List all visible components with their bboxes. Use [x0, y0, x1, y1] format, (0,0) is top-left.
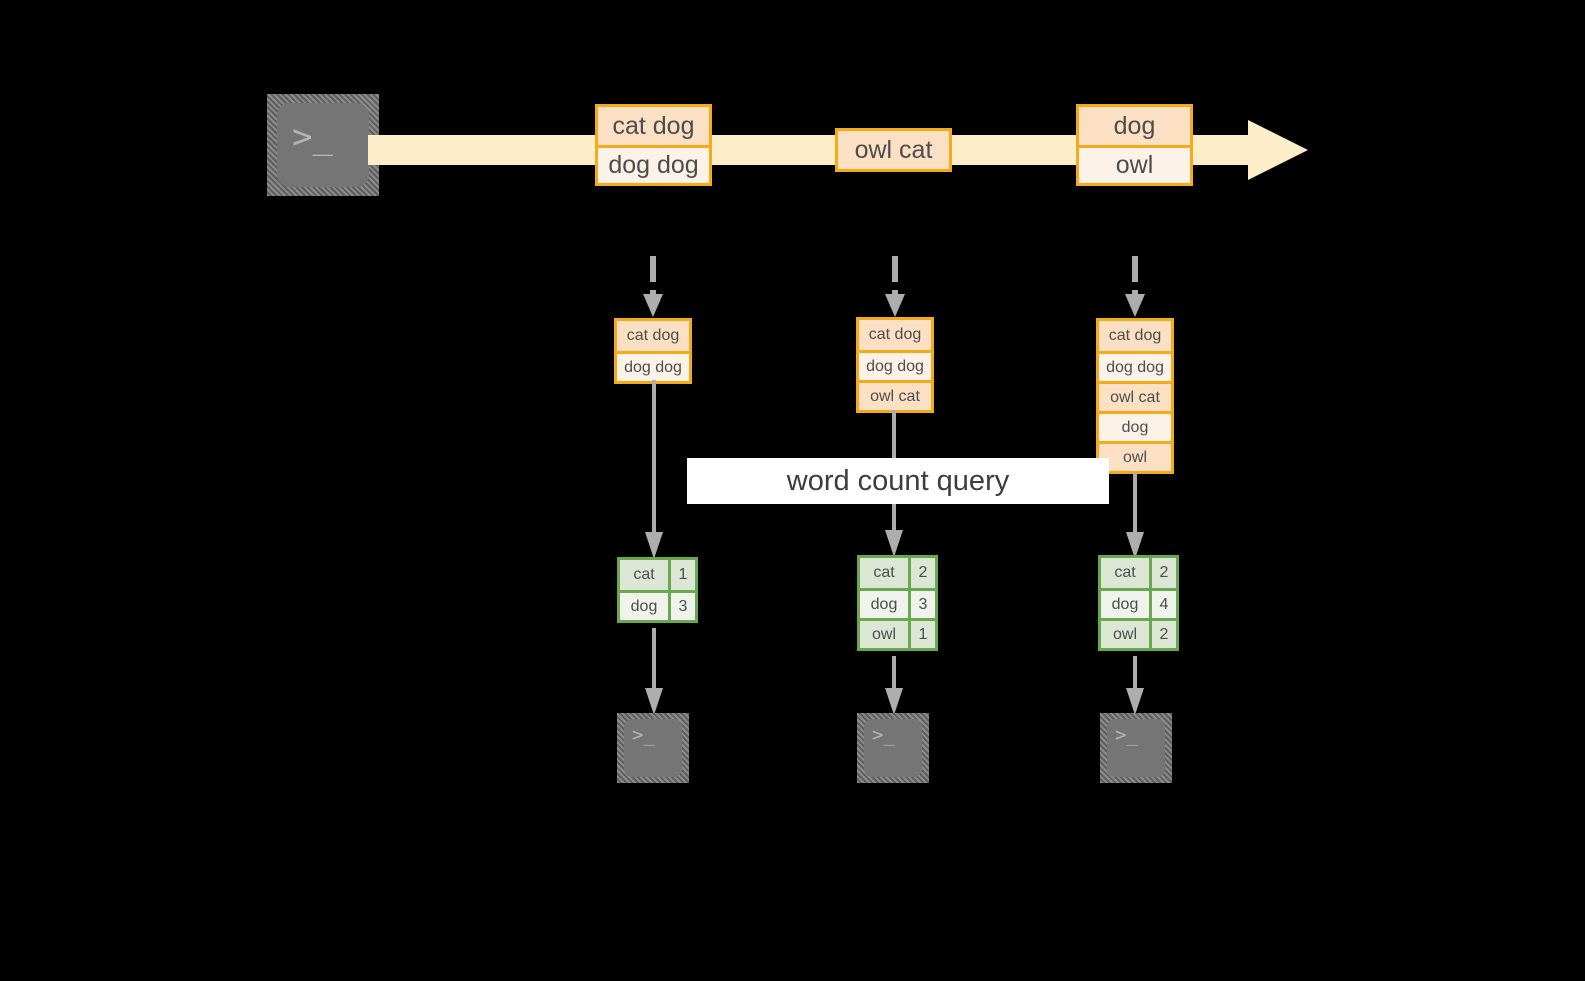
result-key: dog — [860, 591, 908, 618]
unbounded-table-1: cat dog dog dog — [614, 318, 692, 384]
result-table-row: owl 1 — [860, 618, 935, 648]
sink-terminal-icon-2: >_ — [857, 713, 929, 783]
result-table-row: cat 2 — [860, 558, 935, 588]
result-value: 2 — [1149, 558, 1176, 588]
result-key: dog — [1101, 591, 1149, 618]
unbounded-table-row: owl cat — [1099, 381, 1171, 411]
unbounded-table-2: cat dog dog dog owl cat — [856, 317, 934, 413]
stream-batch-2: owl cat — [835, 128, 952, 172]
source-terminal-icon: >_ — [267, 94, 379, 196]
stream-batch-3: dog owl — [1076, 104, 1193, 186]
result-table-row: cat 1 — [620, 560, 695, 590]
terminal-prompt-glyph: >_ — [872, 724, 895, 746]
unbounded-table-row: cat dog — [859, 320, 931, 350]
terminal-screen — [1107, 719, 1165, 777]
result-key: cat — [620, 560, 668, 590]
unbounded-table-3: cat dog dog dog owl cat dog owl — [1096, 318, 1174, 474]
result-key: dog — [620, 593, 668, 620]
stream-event-line: owl cat — [838, 131, 949, 169]
result-table-row: cat 2 — [1101, 558, 1176, 588]
sink-arrow-icon-1 — [644, 628, 664, 716]
result-table-1: cat 1 dog 3 — [617, 557, 698, 623]
stream-event-line: dog — [1079, 107, 1190, 145]
unbounded-table-row: cat dog — [617, 321, 689, 351]
unbounded-table-row: owl cat — [859, 380, 931, 410]
result-key: owl — [1101, 621, 1149, 648]
query-arrow-icon-1 — [644, 380, 664, 560]
dashed-down-arrow-icon-1 — [641, 256, 665, 318]
result-table-row: dog 3 — [860, 588, 935, 618]
terminal-screen — [277, 103, 369, 187]
terminal-prompt-glyph: >_ — [632, 724, 655, 746]
result-table-row: dog 4 — [1101, 588, 1176, 618]
result-table-2: cat 2 dog 3 owl 1 — [857, 555, 938, 651]
result-value: 4 — [1149, 591, 1176, 618]
result-value: 2 — [1149, 621, 1176, 648]
query-label: word count query — [687, 458, 1109, 504]
sink-terminal-icon-1: >_ — [617, 713, 689, 783]
result-value: 1 — [668, 560, 695, 590]
stream-event-line: cat dog — [598, 107, 709, 145]
unbounded-table-row: cat dog — [1099, 321, 1171, 351]
terminal-prompt-glyph: >_ — [292, 117, 333, 157]
terminal-prompt-glyph: >_ — [1115, 724, 1138, 746]
dashed-down-arrow-icon-2 — [883, 256, 907, 318]
result-value: 2 — [908, 558, 935, 588]
dashed-down-arrow-icon-3 — [1123, 256, 1147, 318]
terminal-screen — [624, 719, 682, 777]
result-value: 3 — [908, 591, 935, 618]
result-key: owl — [860, 621, 908, 648]
unbounded-table-row: dog dog — [1099, 351, 1171, 381]
stream-batch-1: cat dog dog dog — [595, 104, 712, 186]
sink-terminal-icon-3: >_ — [1100, 713, 1172, 783]
sink-arrow-icon-3 — [1125, 656, 1145, 716]
result-key: cat — [860, 558, 908, 588]
unbounded-table-row: owl — [1099, 441, 1171, 471]
stream-event-line: dog dog — [598, 145, 709, 183]
result-table-row: dog 3 — [620, 590, 695, 620]
result-key: cat — [1101, 558, 1149, 588]
unbounded-table-row: dog — [1099, 411, 1171, 441]
result-value: 3 — [668, 593, 695, 620]
result-table-3: cat 2 dog 4 owl 2 — [1098, 555, 1179, 651]
unbounded-table-row: dog dog — [617, 351, 689, 381]
unbounded-table-row: dog dog — [859, 350, 931, 380]
terminal-screen — [864, 719, 922, 777]
sink-arrow-icon-2 — [884, 656, 904, 716]
query-arrow-icon-3 — [1125, 472, 1145, 560]
result-table-row: owl 2 — [1101, 618, 1176, 648]
stream-event-line: owl — [1079, 145, 1190, 183]
result-value: 1 — [908, 621, 935, 648]
